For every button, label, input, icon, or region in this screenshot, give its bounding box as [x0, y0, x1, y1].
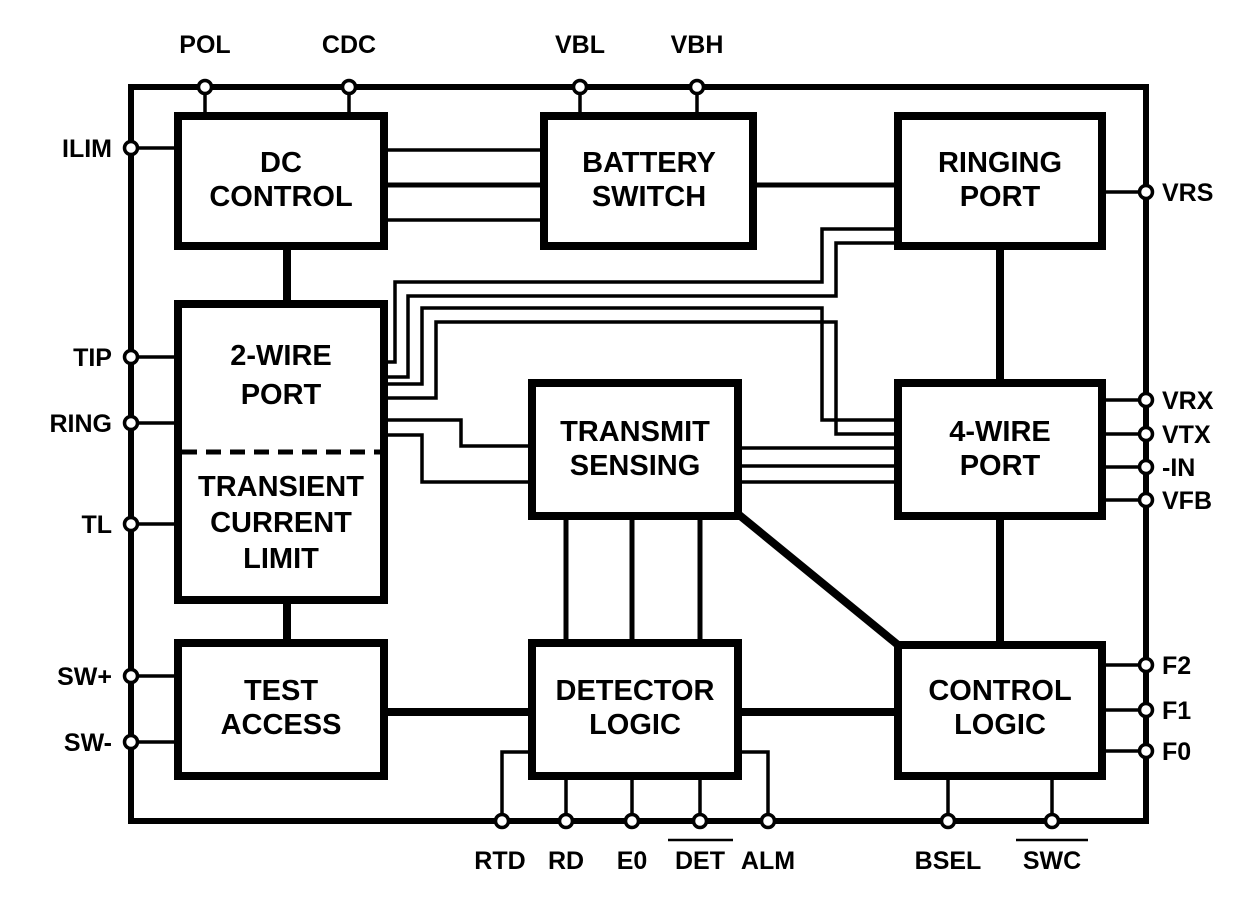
pin-label-tl: TL	[81, 511, 112, 539]
pin-label-f0: F0	[1162, 738, 1191, 766]
pin-label-e0: E0	[617, 847, 648, 875]
test-access-block: TEST ACCESS	[174, 639, 388, 780]
test-access-line-1: TEST	[244, 675, 318, 707]
pin-label-det: DET	[675, 847, 725, 875]
two-wire-port-line-2: PORT	[241, 379, 322, 411]
transient-current-limit-line-3: LIMIT	[243, 543, 319, 575]
dc-control-block: DC CONTROL	[174, 112, 388, 250]
pin-label-swc: SWC	[1023, 847, 1081, 875]
detector-logic-block: DETECTOR LOGIC	[528, 639, 742, 780]
ringing-port-block: RINGING PORT	[894, 112, 1106, 250]
pin-markers	[122, 78, 1155, 830]
pin-label-vrs: VRS	[1162, 179, 1213, 207]
pin-label-tip: TIP	[73, 344, 112, 372]
pin-label-vbh: VBH	[671, 31, 724, 59]
pin-label-sw-minus: SW-	[64, 729, 112, 757]
four-wire-port-line-1: 4-WIRE	[949, 416, 1051, 448]
pin-label-rd: RD	[548, 847, 584, 875]
pin-label-sw-plus: SW+	[57, 663, 112, 691]
transmit-sensing-block: TRANSMIT SENSING	[528, 379, 742, 520]
four-wire-port-line-2: PORT	[960, 450, 1041, 482]
pin-label-alm: ALM	[741, 847, 795, 875]
pin-label-ilim: ILIM	[62, 135, 112, 163]
detector-logic-line-2: LOGIC	[589, 709, 681, 741]
control-logic-line-1: CONTROL	[928, 675, 1071, 707]
battery-switch-line-2: SWITCH	[592, 181, 706, 213]
four-wire-port-block: 4-WIRE PORT	[894, 379, 1106, 520]
ringing-port-line-1: RINGING	[938, 147, 1062, 179]
pin-label-minus-in: -IN	[1162, 454, 1195, 482]
pin-label-ring: RING	[50, 410, 113, 438]
transmit-sensing-line-1: TRANSMIT	[560, 416, 710, 448]
transient-current-limit-line-2: CURRENT	[210, 507, 352, 539]
two-wire-port-line-1: 2-WIRE	[230, 340, 332, 372]
test-access-line-2: ACCESS	[221, 709, 342, 741]
pin-label-pol: POL	[179, 31, 230, 59]
control-logic-block: CONTROL LOGIC	[894, 641, 1106, 780]
pin-label-cdc: CDC	[322, 31, 376, 59]
pin-label-vfb: VFB	[1162, 487, 1212, 515]
detector-logic-line-1: DETECTOR	[556, 675, 715, 707]
battery-switch-line-1: BATTERY	[582, 147, 716, 179]
pin-label-bsel: BSEL	[915, 847, 982, 875]
transient-current-limit-line-1: TRANSIENT	[198, 471, 364, 503]
pin-label-f1: F1	[1162, 697, 1191, 725]
battery-switch-block: BATTERY SWITCH	[540, 112, 757, 250]
dc-control-line-2: CONTROL	[209, 181, 352, 213]
pin-label-f2: F2	[1162, 652, 1191, 680]
transmit-sensing-line-2: SENSING	[570, 450, 701, 482]
dc-control-line-1: DC	[260, 147, 302, 179]
pin-label-vtx: VTX	[1162, 421, 1211, 449]
two-wire-port-block: 2-WIRE PORT TRANSIENT CURRENT LIMIT	[174, 300, 388, 604]
wires	[131, 87, 1146, 821]
pin-label-rtd: RTD	[474, 847, 525, 875]
pin-label-vbl: VBL	[555, 31, 605, 59]
ringing-port-line-2: PORT	[960, 181, 1041, 213]
control-logic-line-2: LOGIC	[954, 709, 1046, 741]
pin-label-vrx: VRX	[1162, 387, 1214, 415]
